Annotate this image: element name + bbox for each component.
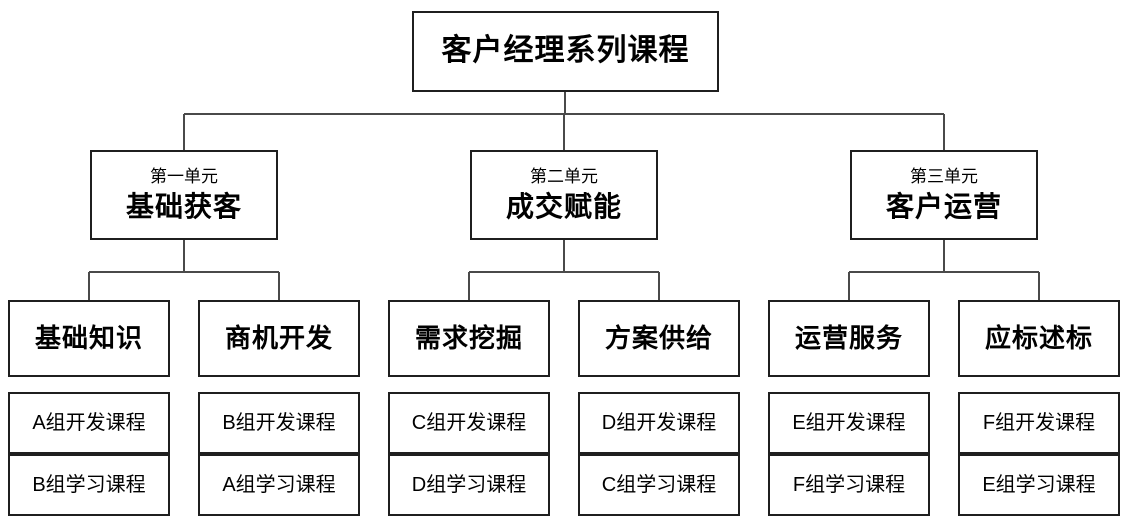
course-node: B组开发课程 bbox=[198, 392, 360, 454]
category-title: 需求挖掘 bbox=[414, 322, 523, 353]
unit-node-2: 第二单元 成交赋能 bbox=[470, 150, 658, 240]
course-node: A组开发课程 bbox=[8, 392, 170, 454]
course-node: A组学习课程 bbox=[198, 454, 360, 516]
course-node: E组开发课程 bbox=[768, 392, 930, 454]
course-label: A组开发课程 bbox=[32, 411, 146, 434]
course-label: C组学习课程 bbox=[601, 473, 717, 496]
category-title: 方案供给 bbox=[604, 322, 713, 353]
unit-2-name: 成交赋能 bbox=[505, 190, 622, 222]
root-node: 客户经理系列课程 bbox=[412, 11, 719, 92]
course-label: B组学习课程 bbox=[32, 473, 146, 496]
course-label: E组学习课程 bbox=[982, 473, 1096, 496]
course-node: C组学习课程 bbox=[578, 454, 740, 516]
course-label: B组开发课程 bbox=[222, 411, 336, 434]
category-title: 商机开发 bbox=[224, 322, 333, 353]
unit-3-name: 客户运营 bbox=[885, 190, 1002, 222]
course-node: F组学习课程 bbox=[768, 454, 930, 516]
unit-2-label: 第二单元 bbox=[530, 167, 598, 187]
course-node: B组学习课程 bbox=[8, 454, 170, 516]
course-label: E组开发课程 bbox=[792, 411, 906, 434]
course-label: D组学习课程 bbox=[411, 473, 527, 496]
unit-3-label: 第三单元 bbox=[910, 167, 978, 187]
course-label: F组开发课程 bbox=[982, 411, 1096, 434]
category-title: 运营服务 bbox=[794, 322, 903, 353]
category-node-opportunity-dev: 商机开发 bbox=[198, 300, 360, 377]
root-title: 客户经理系列课程 bbox=[441, 34, 690, 68]
category-node-operation-service: 运营服务 bbox=[768, 300, 930, 377]
course-label: F组学习课程 bbox=[792, 473, 906, 496]
course-node: D组开发课程 bbox=[578, 392, 740, 454]
course-node: F组开发课程 bbox=[958, 392, 1120, 454]
unit-node-3: 第三单元 客户运营 bbox=[850, 150, 1038, 240]
course-node: C组开发课程 bbox=[388, 392, 550, 454]
category-title: 应标述标 bbox=[984, 322, 1093, 353]
course-label: D组开发课程 bbox=[601, 411, 717, 434]
unit-1-name: 基础获客 bbox=[125, 190, 242, 222]
course-node: D组学习课程 bbox=[388, 454, 550, 516]
course-label: C组开发课程 bbox=[411, 411, 527, 434]
category-node-solution-supply: 方案供给 bbox=[578, 300, 740, 377]
category-node-bidding: 应标述标 bbox=[958, 300, 1120, 377]
category-node-basic-knowledge: 基础知识 bbox=[8, 300, 170, 377]
unit-node-1: 第一单元 基础获客 bbox=[90, 150, 278, 240]
category-node-demand-mining: 需求挖掘 bbox=[388, 300, 550, 377]
course-node: E组学习课程 bbox=[958, 454, 1120, 516]
course-label: A组学习课程 bbox=[222, 473, 336, 496]
category-title: 基础知识 bbox=[34, 322, 143, 353]
unit-1-label: 第一单元 bbox=[150, 167, 218, 187]
